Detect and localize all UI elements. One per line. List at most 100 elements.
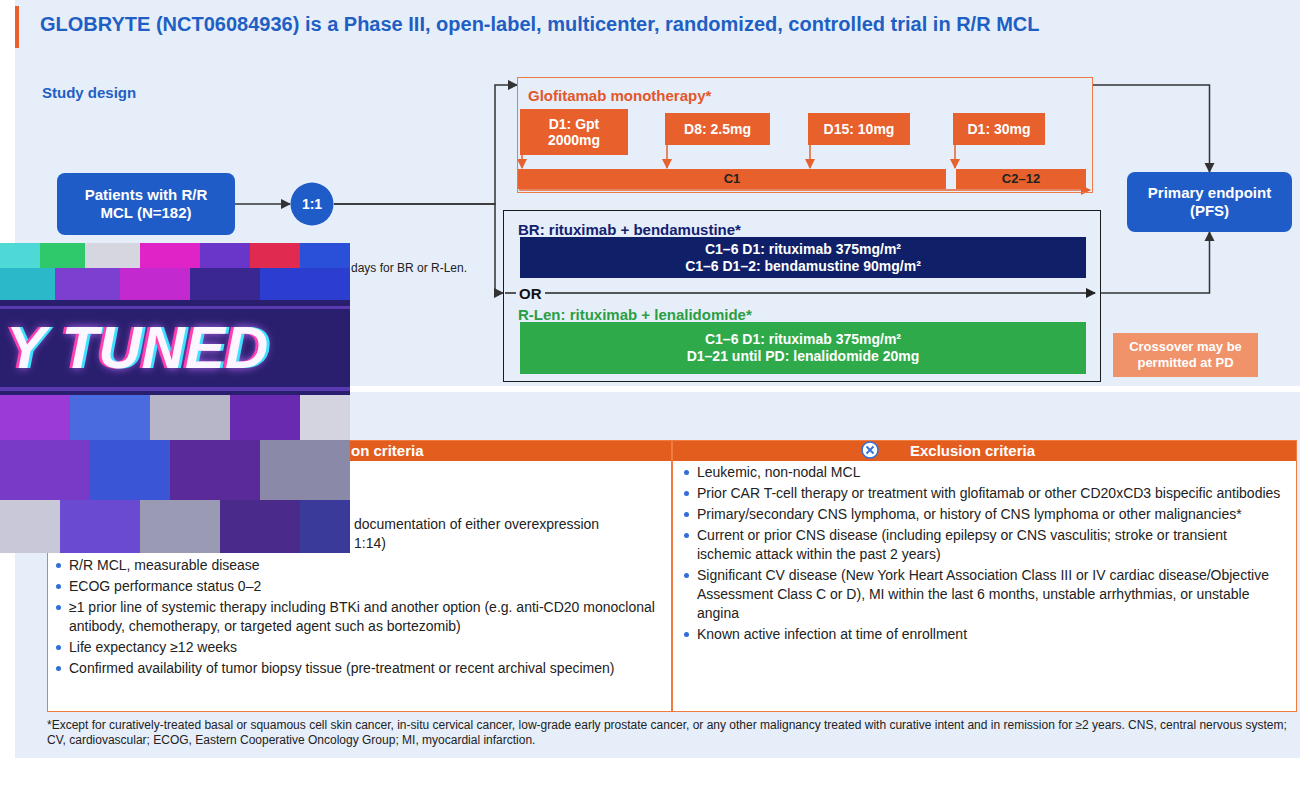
glitch-block — [150, 395, 230, 440]
text-group: C1–6 D1: rituximab 375mg/m²D1–21 until P… — [687, 331, 920, 365]
randomization-circle: 1:1 — [290, 182, 334, 226]
footnote: *Except for curatively-treated basal or … — [47, 718, 1297, 748]
node-text: D8: 2.5mg — [684, 121, 751, 137]
node-text: D1–21 until PD: lenalidomide 20mg — [687, 348, 920, 365]
dose-box: D1: Gpt 2000mg — [520, 109, 628, 155]
criteria-text: Primary/secondary CNS lymphoma, or histo… — [697, 505, 1284, 524]
node-text: C1 — [724, 171, 741, 187]
criteria-text: R/R MCL, measurable disease — [69, 556, 656, 575]
timeline-arrow — [519, 189, 1090, 191]
dose-box: D1: 30mg — [953, 113, 1045, 145]
glitch-block — [0, 395, 70, 440]
bullet-dot — [684, 512, 689, 517]
criteria-panel: Exclusion criteriaLeukemic, non-nodal MC… — [672, 440, 1297, 712]
node-text: Primary endpoint (PFS) — [1135, 184, 1284, 220]
glitch-block — [85, 243, 140, 268]
flow-arrow — [334, 85, 517, 204]
node-text: C1–6 D1: rituximab 375mg/m² — [687, 331, 920, 348]
criteria-item: Significant CV disease (New York Heart A… — [684, 566, 1284, 623]
accent-bar — [15, 6, 19, 48]
criteria-text: 1:14) — [354, 534, 386, 553]
dose-arrow — [666, 144, 668, 168]
glitch-block — [300, 500, 350, 553]
flow-arrow — [334, 204, 503, 293]
glitch-block — [260, 268, 350, 300]
flow-arrow — [235, 203, 290, 205]
criteria-text: documentation of either overexpression — [354, 515, 599, 534]
criteria-list: Leukemic, non-nodal MCL Prior CAR T-cell … — [684, 463, 1284, 646]
glitch-block — [230, 395, 300, 440]
note-text: days for BR or R-Len. — [351, 261, 467, 275]
overlay-text: Y TUNED — [6, 313, 268, 383]
node-text: D15: 10mg — [824, 121, 895, 137]
circle-shape — [291, 183, 334, 226]
arm-box: Glofitamab monotherapy* D1: Gpt 2000mg D8:… — [517, 77, 1093, 193]
dose-arrow — [521, 154, 523, 168]
bullet-dot — [56, 666, 61, 671]
overlay-image: Y TUNED — [0, 243, 350, 553]
glitch-block — [300, 243, 350, 268]
dose-box: D8: 2.5mg — [665, 113, 770, 145]
node-text: Glofitamab monotherapy* — [528, 87, 711, 105]
criteria-text: ECOG performance status 0–2 — [69, 577, 656, 596]
cycle-bar: C2–12 — [956, 169, 1086, 189]
criteria-item: Prior CAR T-cell therapy or treatment wi… — [684, 484, 1284, 503]
node-text: D1: 30mg — [967, 121, 1030, 137]
criteria-item: Current or prior CNS disease (including … — [684, 526, 1284, 564]
criteria-item: Leukemic, non-nodal MCL — [684, 463, 1284, 482]
node-text: C2–12 — [1002, 171, 1040, 187]
bullet-dot — [56, 645, 61, 650]
text-group: Patients with R/R MCL (N=182) — [67, 186, 225, 222]
node-text: Crossover may be permitted at PD — [1119, 339, 1252, 371]
criteria-text: Current or prior CNS disease (including … — [697, 526, 1284, 564]
criteria-text: Significant CV disease (New York Heart A… — [697, 566, 1284, 623]
glitch-block — [60, 500, 140, 553]
bullet-dot — [684, 573, 689, 578]
bullet-dot — [56, 584, 61, 589]
node-text: OR — [516, 285, 545, 303]
glitch-line — [0, 387, 350, 391]
panel-heading: Exclusion criteria — [910, 442, 1035, 460]
bottom-panel — [15, 392, 1300, 758]
endpoint-box: Primary endpoint (PFS) — [1127, 172, 1292, 232]
text-group: C1 — [724, 171, 741, 187]
bullet-dot — [56, 563, 61, 568]
section-heading: Study design — [42, 84, 136, 102]
regimen-band: C1–6 D1: rituximab 375mg/m²C1–6 D1–2: be… — [520, 237, 1086, 278]
criteria-item: Confirmed availability of tumor biopsy t… — [56, 659, 656, 678]
exclusion-icon — [867, 447, 874, 454]
regimen-band: C1–6 D1: rituximab 375mg/m²D1–21 until P… — [520, 322, 1086, 374]
text-group: 1:1 — [302, 196, 322, 212]
glitch-block — [250, 243, 300, 268]
criteria-item: Known active infection at time of enroll… — [684, 625, 1284, 644]
text-group: D8: 2.5mg — [684, 121, 751, 137]
glitch-block — [220, 500, 300, 553]
flow-arrow — [1093, 85, 1210, 172]
text-group: C1–6 D1: rituximab 375mg/m²C1–6 D1–2: be… — [685, 241, 921, 275]
dose-arrow — [809, 144, 811, 168]
criteria-item: Primary/secondary CNS lymphoma, or histo… — [684, 505, 1284, 524]
glitch-block — [55, 268, 120, 300]
node-text: D1: Gpt 2000mg — [526, 116, 622, 148]
glitch-block — [260, 440, 350, 500]
glitch-block — [140, 243, 200, 268]
text-group: D1: Gpt 2000mg — [526, 116, 622, 148]
criteria-item: ≥1 prior line of systemic therapy includ… — [56, 598, 656, 636]
text-group: D1: 30mg — [967, 121, 1030, 137]
glitch-line — [0, 306, 350, 309]
glitch-block — [140, 500, 220, 553]
glitch-block — [0, 268, 55, 300]
glitch-image — [0, 243, 350, 553]
text-group: Crossover may be permitted at PD — [1119, 339, 1252, 371]
arm-box: BR: rituximab + bendamustine*ORR-Len: ri… — [503, 210, 1101, 382]
exclusion-icon — [862, 442, 878, 458]
cycle-bar: C1 — [518, 169, 946, 189]
criteria-text: Life expectancy ≥12 weeks — [69, 638, 656, 657]
glitch-block — [0, 500, 60, 553]
bullet-dot — [56, 605, 61, 610]
flow-arrow — [1101, 232, 1210, 293]
bullet-dot — [684, 491, 689, 496]
criteria-list: R/R MCL, measurable diseaseECOG performa… — [56, 556, 656, 680]
dose-arrow — [954, 144, 956, 168]
